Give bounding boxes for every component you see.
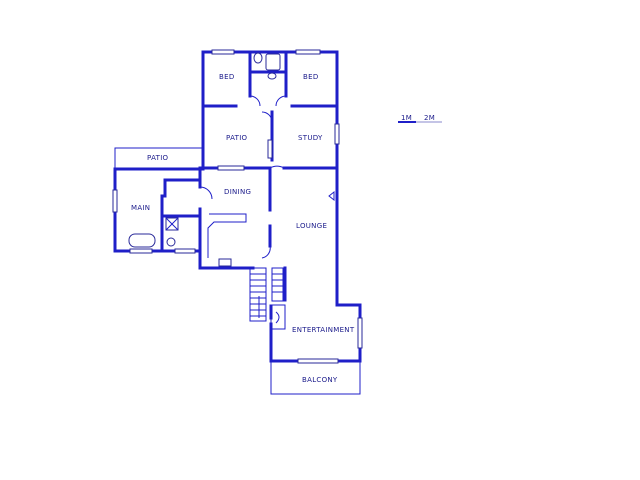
bedroom-wing-walls	[201, 50, 339, 108]
room-label-main: MAIN	[131, 204, 150, 212]
room-label-balcony: BALCONY	[302, 376, 338, 384]
room-label-patio-inner: PATIO	[226, 134, 248, 142]
room-label-study: STUDY	[298, 134, 323, 142]
room-label-entertainment: ENTERTAINMENT	[292, 326, 355, 334]
scale-bar: 1M 2M	[398, 114, 442, 123]
room-label-bed-left: BED	[219, 73, 235, 81]
room-label-patio-outer: PATIO	[147, 154, 169, 162]
doors	[199, 95, 287, 259]
scale-label-1m: 1M	[401, 114, 412, 122]
dining-walls	[198, 166, 272, 270]
room-label-dining: DINING	[224, 188, 251, 196]
windows	[112, 49, 363, 364]
room-label-lounge: LOUNGE	[296, 222, 327, 230]
room-label-bed-right: BED	[303, 73, 319, 81]
staircase	[249, 267, 284, 322]
bathroom-fixtures	[128, 52, 335, 267]
scale-label-2m: 2M	[424, 114, 435, 122]
fireplace	[270, 304, 286, 330]
